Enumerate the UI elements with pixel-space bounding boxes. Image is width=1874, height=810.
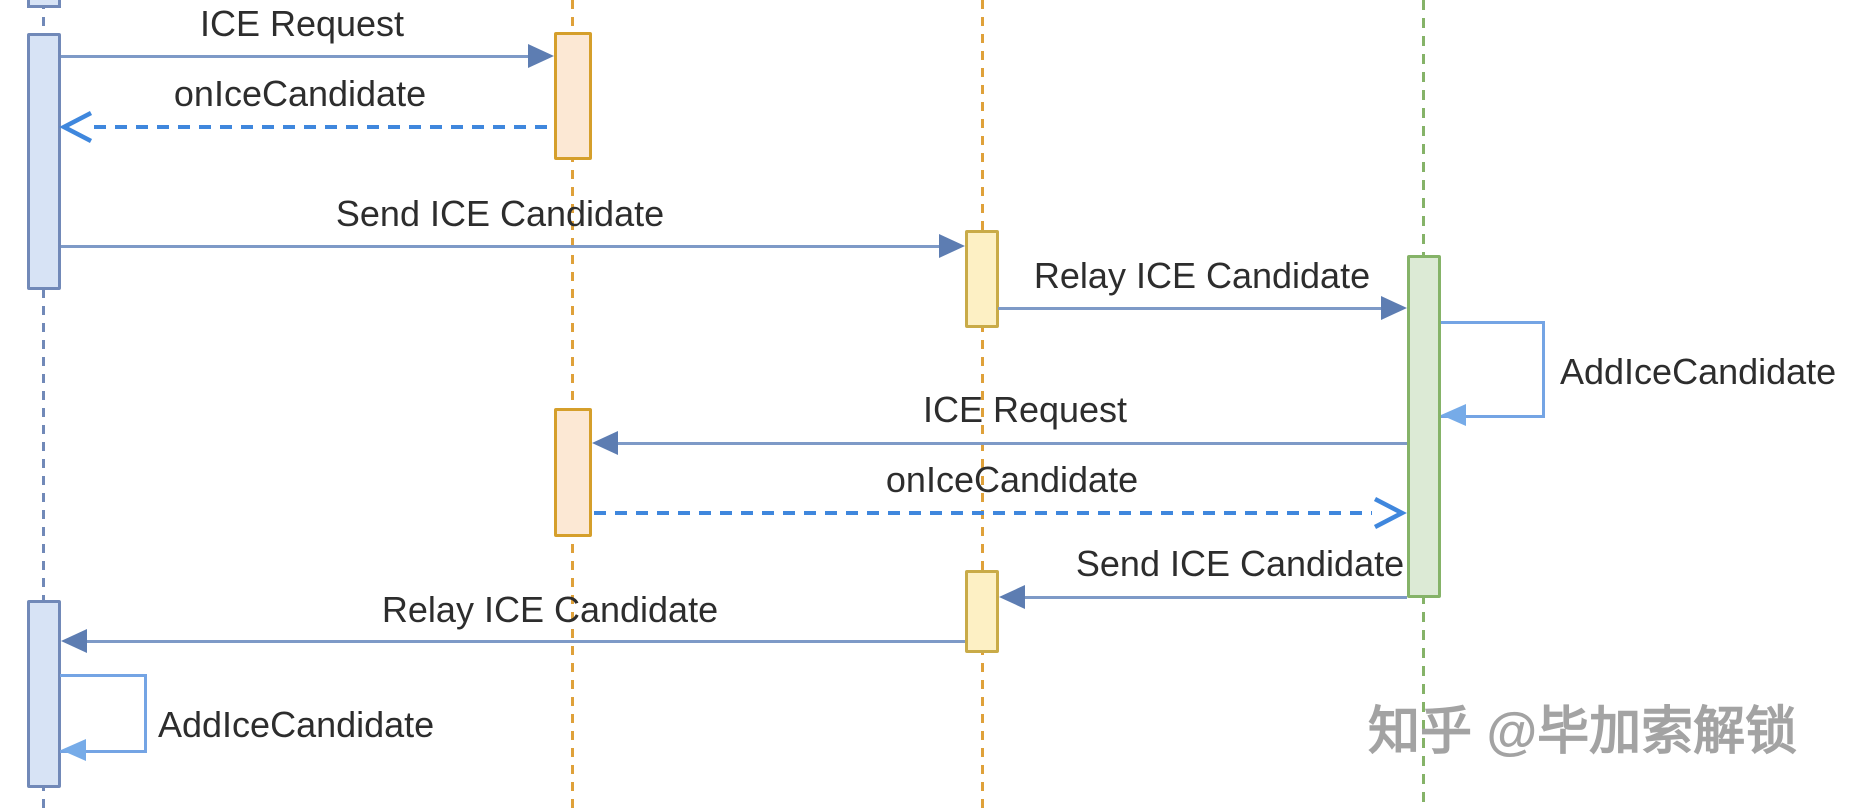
activation-bar-rightsrv-1 bbox=[965, 230, 999, 328]
activation-bar-callee-1 bbox=[1407, 255, 1441, 598]
message-line-send-ice-1 bbox=[61, 245, 939, 248]
loop-arrowhead-left-icon bbox=[1441, 404, 1466, 426]
message-label-relay-ice-1: Relay ICE Candidate bbox=[1033, 255, 1371, 296]
message-label-onicecandidate-1: onIceCandidate bbox=[173, 73, 427, 114]
message-line-ice-request-1 bbox=[61, 55, 528, 58]
activation-bar-leftsrv-1 bbox=[554, 32, 592, 160]
arrowhead-right-icon bbox=[528, 44, 554, 68]
message-label-send-ice-1: Send ICE Candidate bbox=[335, 193, 665, 234]
arrowhead-left-icon bbox=[61, 629, 87, 653]
activation-bar-caller-2 bbox=[27, 600, 61, 788]
lifeline-caller-peer bbox=[42, 0, 45, 810]
self-loop-addicecandidate-1 bbox=[1441, 321, 1545, 418]
message-label-ice-request-1: ICE Request bbox=[199, 3, 405, 44]
message-line-relay-ice-1 bbox=[998, 307, 1381, 310]
activation-bar-rightsrv-2 bbox=[965, 570, 999, 653]
message-label-onicecandidate-2: onIceCandidate bbox=[885, 459, 1139, 500]
arrowhead-left-icon bbox=[592, 431, 618, 455]
activation-bar-leftsrv-2 bbox=[554, 408, 592, 537]
open-arrowhead-left-icon bbox=[59, 111, 93, 143]
message-line-ice-request-2 bbox=[618, 442, 1407, 445]
message-label-addicecandidate-1: AddIceCandidate bbox=[1560, 351, 1837, 392]
arrowhead-right-icon bbox=[939, 234, 965, 258]
activation-bar-caller-1 bbox=[27, 33, 61, 290]
self-loop-addicecandidate-2 bbox=[60, 674, 147, 753]
lifeline-left-server bbox=[571, 0, 574, 810]
message-label-send-ice-2: Send ICE Candidate bbox=[1075, 543, 1405, 584]
open-arrowhead-right-icon bbox=[1373, 497, 1407, 529]
message-label-relay-ice-2: Relay ICE Candidate bbox=[381, 589, 719, 630]
lifeline-right-server bbox=[981, 0, 984, 810]
message-line-onicecandidate-1 bbox=[94, 125, 554, 129]
message-line-send-ice-2 bbox=[1025, 596, 1407, 599]
arrowhead-left-icon bbox=[999, 585, 1025, 609]
participant-box-stub bbox=[27, 0, 61, 8]
message-label-addicecandidate-2: AddIceCandidate bbox=[158, 704, 435, 745]
message-line-relay-ice-2 bbox=[87, 640, 965, 643]
zhihu-watermark: 知乎 @毕加索解锁 bbox=[1368, 703, 1798, 761]
loop-arrowhead-left-icon bbox=[61, 739, 86, 761]
message-label-ice-request-2: ICE Request bbox=[922, 389, 1128, 430]
arrowhead-right-icon bbox=[1381, 296, 1407, 320]
message-line-onicecandidate-2 bbox=[594, 511, 1372, 515]
